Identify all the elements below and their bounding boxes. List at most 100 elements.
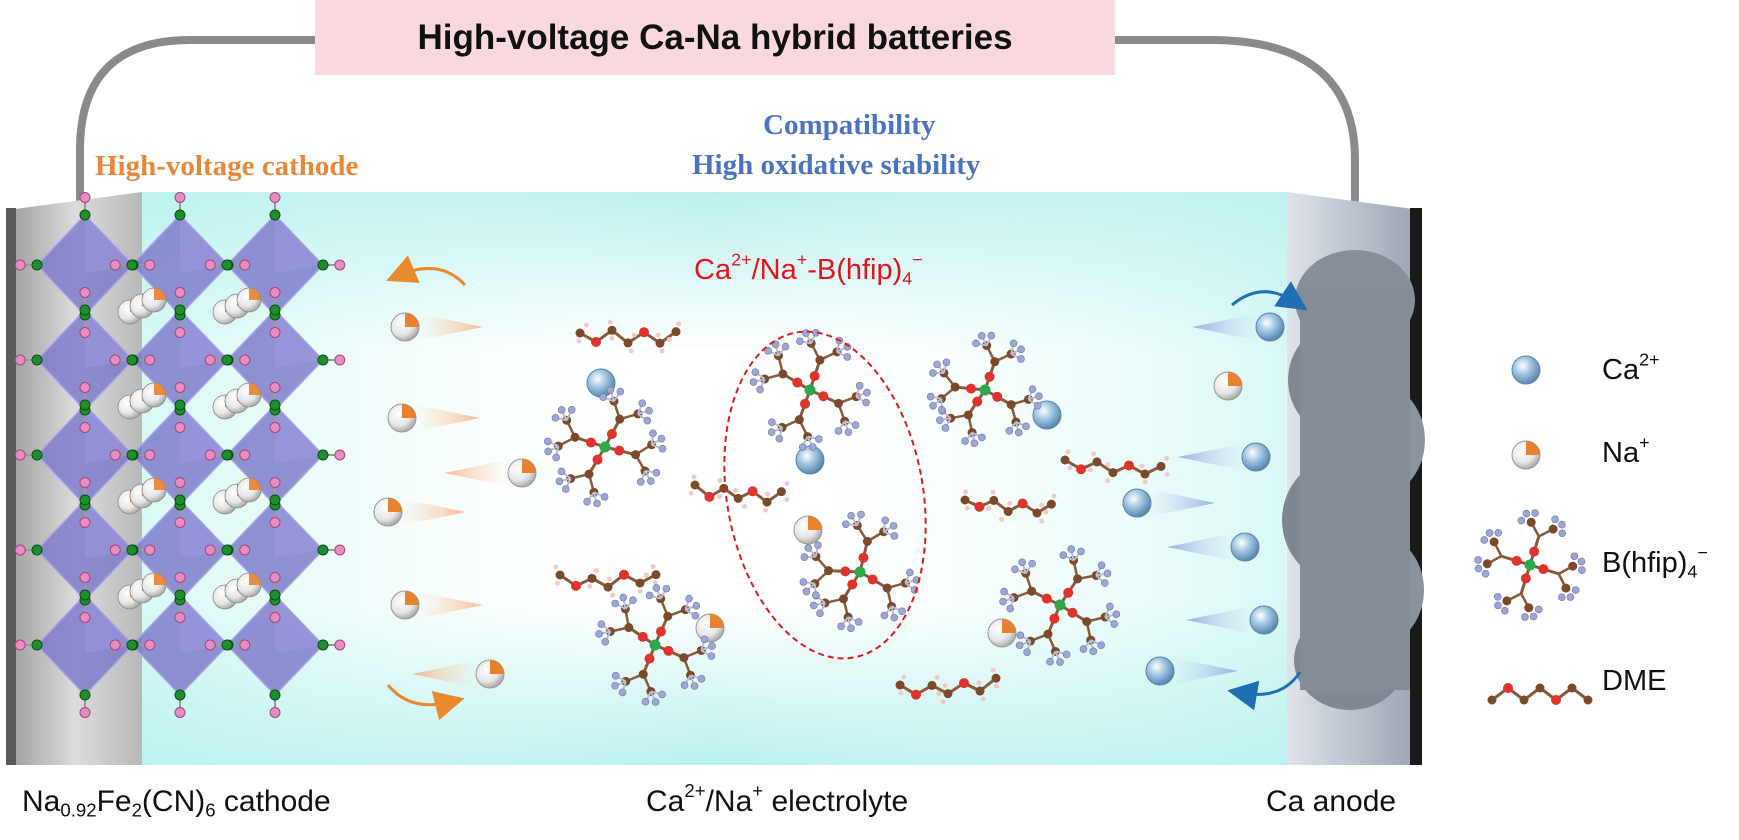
dme-molecule <box>1060 449 1170 485</box>
fluorine-atom <box>999 597 1007 606</box>
carbon-atom <box>570 432 580 442</box>
na-flux-cone <box>415 591 483 619</box>
hydrogen-atom <box>784 497 790 503</box>
oxygen-atom <box>614 445 625 456</box>
carbon-atom <box>1046 499 1056 509</box>
nitrogen-atom <box>269 192 281 203</box>
carbon-atom <box>174 399 186 411</box>
fluorine-atom <box>862 398 870 407</box>
carbon-atom <box>719 483 729 493</box>
carbon-atom <box>126 449 138 461</box>
legend-oxygen <box>1551 695 1561 705</box>
carbon-atom <box>1082 617 1092 627</box>
fluorine-atom <box>775 434 784 443</box>
carbon-atom <box>221 259 233 271</box>
legend-graphics <box>1474 355 1593 705</box>
carbon-atom <box>1003 506 1013 516</box>
hydrogen-atom <box>1087 467 1093 473</box>
fluorine-atom <box>645 406 653 415</box>
fluorine-atom <box>808 443 817 451</box>
fluorine-atom <box>781 342 790 351</box>
fluorine-atom <box>1005 427 1014 435</box>
ca-ion <box>1145 656 1175 686</box>
oxygen-atom <box>639 327 649 338</box>
fluorine-atom <box>1009 339 1018 348</box>
nitrogen-atom <box>269 517 281 528</box>
fluorine-atom <box>680 681 689 690</box>
fluorine-atom <box>881 516 890 525</box>
carbon-atom <box>1060 455 1070 465</box>
octahedron-facet <box>85 500 133 558</box>
fluorine-atom <box>599 393 607 401</box>
hydrogen-atom <box>901 674 907 680</box>
octahedron-facet <box>180 500 228 558</box>
electrolyte-molecules-layer <box>543 319 1170 706</box>
hydrogen-atom <box>936 690 942 696</box>
fluorine-atom <box>855 381 864 390</box>
carbon-atom <box>733 493 743 503</box>
carbon-atom <box>126 639 138 651</box>
nitrogen-atom <box>269 572 281 583</box>
oxygen-atom <box>974 501 985 512</box>
legend-fluorine <box>1481 569 1490 578</box>
na-flux-cone <box>412 404 480 432</box>
fluorine-atom <box>601 638 610 646</box>
hydrogen-atom <box>1164 471 1170 477</box>
hydrogen-atom <box>1139 463 1145 469</box>
hydrogen-atom <box>587 583 593 589</box>
fluorine-atom <box>972 339 980 348</box>
oxygen-atom <box>847 579 858 590</box>
fluorine-atom <box>658 444 667 453</box>
hydrogen-atom <box>784 481 790 487</box>
hydrogen-atom <box>986 505 992 511</box>
na-flux-cone <box>412 660 480 688</box>
hydrogen-atom <box>999 516 1005 522</box>
carbon-atom <box>174 304 186 316</box>
lattice-na-quadrant <box>154 383 166 395</box>
oxygen-atom <box>792 377 803 388</box>
hydrogen-atom <box>717 477 723 483</box>
fluorine-atom <box>600 493 609 501</box>
legend-fluorine <box>1474 556 1482 564</box>
fluorine-atom <box>611 671 620 680</box>
ca-flux-cone <box>1178 443 1246 471</box>
fluorine-atom <box>557 467 566 476</box>
diagram-title: High-voltage Ca-Na hybrid batteries <box>417 17 1013 57</box>
ca-flux-cone <box>1170 657 1238 685</box>
fluorine-atom <box>843 353 852 361</box>
octahedron-facet <box>275 310 323 368</box>
nitrogen-atom <box>174 572 186 583</box>
carbon-atom <box>79 589 91 601</box>
nitrogen-atom <box>14 354 26 366</box>
legend-carbon <box>1482 559 1492 569</box>
hydrogen-atom <box>1051 493 1057 499</box>
fluorine-atom <box>977 331 986 340</box>
fluorine-atom <box>690 682 699 690</box>
fluorine-atom <box>1017 345 1025 354</box>
hydrogen-atom <box>659 348 665 354</box>
ca-stripping-arrow <box>1231 281 1308 311</box>
nitrogen-atom <box>109 544 121 556</box>
hydrogen-atom <box>990 489 996 495</box>
hydrogen-atom <box>898 690 904 696</box>
carbon-atom <box>834 398 844 408</box>
nitrogen-atom <box>174 477 186 488</box>
ion-flux-layer <box>373 312 1285 689</box>
fluorine-atom <box>796 337 804 345</box>
fluorine-atom <box>1011 565 1019 574</box>
legend-fluorine <box>1517 516 1526 525</box>
hydrogen-atom <box>691 474 697 480</box>
hydrogen-atom <box>607 576 613 582</box>
fluorine-atom <box>767 428 776 436</box>
oxygen-atom <box>591 336 601 347</box>
legend-label-na: Na+ <box>1602 432 1650 469</box>
fluorine-atom <box>1035 392 1043 401</box>
fluorine-atom <box>611 681 619 690</box>
carbon-atom <box>623 338 633 348</box>
legend-fluorine <box>1577 557 1586 566</box>
legend-carbon <box>1524 603 1534 613</box>
electrolyte-label: Ca2+/Na+ electrolyte <box>646 780 909 818</box>
fluorine-atom <box>691 611 700 620</box>
na-flux-cone <box>444 459 512 487</box>
fluorine-atom <box>906 568 914 577</box>
